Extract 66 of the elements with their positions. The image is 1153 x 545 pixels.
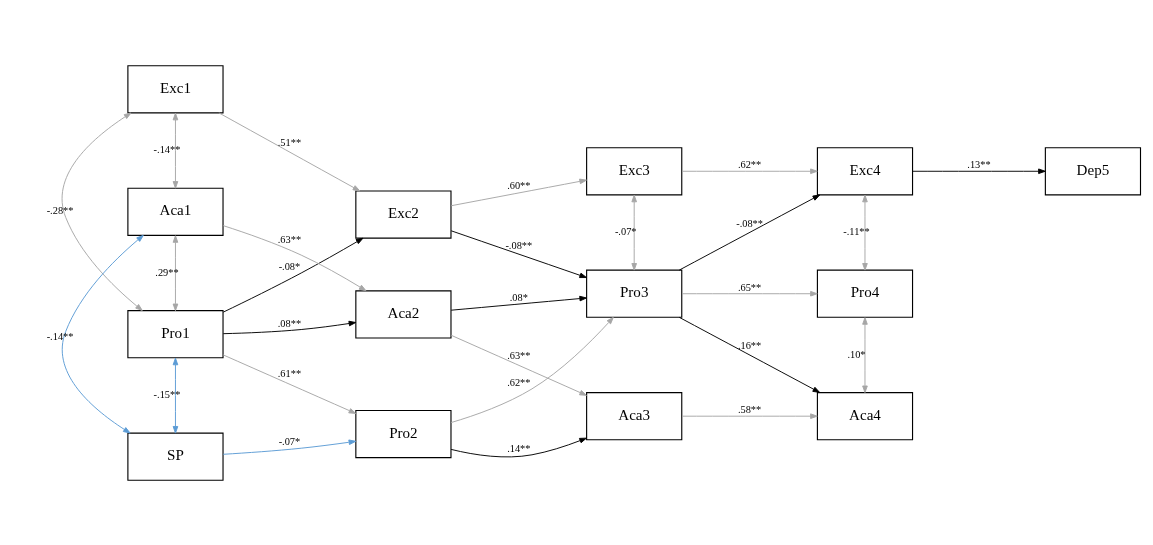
arrow [172, 234, 179, 311]
edge-label: .13** [967, 158, 991, 170]
edge-label: -.14** [153, 143, 181, 155]
node-box: Dep5 [1044, 146, 1142, 195]
arrow [61, 112, 143, 311]
edge-label: -.11** [843, 225, 870, 237]
edge-label: .60** [507, 179, 531, 191]
arrow [61, 234, 144, 434]
arrow [222, 353, 357, 414]
edge-label: -.14** [46, 330, 74, 342]
arrow [450, 437, 587, 457]
arrow [172, 112, 179, 189]
edge-label: -.08* [278, 260, 301, 272]
node-box: Pro1 [127, 309, 224, 358]
edge-label: .08* [509, 291, 528, 303]
node-box: Exc3 [586, 146, 683, 195]
arrow [681, 290, 818, 296]
arrow [172, 357, 179, 434]
node-box: Aca4 [816, 391, 914, 440]
arrow [681, 168, 818, 174]
node-box: Aca3 [586, 391, 683, 440]
arrow [222, 320, 357, 334]
edge-label: -.07* [614, 225, 637, 237]
edge-label: .51** [277, 136, 302, 148]
edge-label: .08** [277, 317, 302, 328]
arrow [681, 412, 818, 419]
node-box: Aca2 [355, 289, 452, 339]
edge-label: .61** [277, 367, 302, 379]
node-box: Exc4 [816, 146, 914, 195]
edge-label: -.07* [278, 435, 301, 447]
node-box: Pro2 [355, 409, 452, 458]
arrow [450, 334, 587, 396]
arrow [450, 229, 587, 278]
arrow [862, 194, 868, 271]
edge-label: .16** [737, 339, 762, 351]
edge-label: .62** [737, 158, 762, 170]
edge-label: .63** [277, 233, 302, 245]
arrow [450, 316, 614, 423]
arrow [222, 237, 364, 313]
edge-label: .10* [847, 348, 866, 360]
arrow [218, 111, 361, 191]
edge-label: -.08** [736, 217, 763, 229]
edge-label: -.08** [505, 239, 533, 251]
node-box: Exc1 [127, 64, 224, 113]
edge-label: .65** [737, 281, 762, 293]
arrow [631, 194, 637, 271]
edge-label: .58** [737, 403, 762, 415]
edge-label: .29** [155, 266, 179, 278]
node-box: SP [127, 432, 224, 481]
edge-label: -.28** [46, 204, 74, 216]
arrow [678, 194, 821, 271]
node-box: Exc2 [355, 190, 452, 239]
edge-label: .62** [507, 376, 531, 388]
edge-label: .14** [507, 442, 531, 454]
arrow [862, 316, 868, 393]
arrow [450, 295, 587, 311]
arrow [450, 178, 587, 206]
edge-label: .63** [507, 349, 531, 361]
arrow [222, 438, 357, 455]
node-box: Aca1 [127, 187, 224, 236]
arrow [222, 224, 367, 291]
arrow [912, 168, 1046, 174]
node-box: Pro3 [586, 269, 683, 318]
node-box: Pro4 [816, 269, 914, 318]
arrow [678, 316, 821, 393]
edge-label: -.15** [153, 388, 181, 400]
